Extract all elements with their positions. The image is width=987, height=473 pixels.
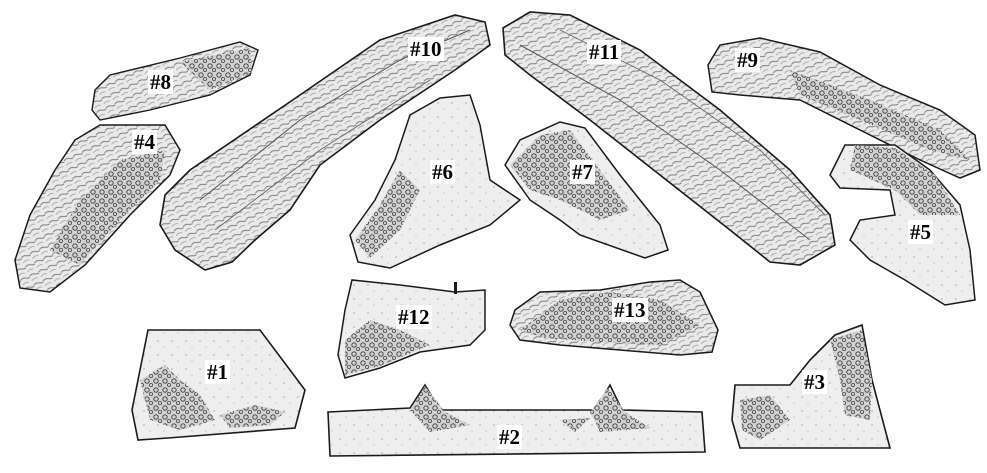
label-8: #8 — [148, 70, 173, 94]
label-1: #1 — [205, 360, 230, 384]
label-5: #5 — [908, 220, 933, 244]
label-10: #10 — [408, 37, 444, 61]
label-3: #3 — [802, 370, 827, 394]
label-11: #11 — [587, 40, 621, 64]
label-7: #7 — [570, 160, 595, 184]
label-4: #4 — [132, 130, 157, 154]
ember-slab-1 — [132, 330, 305, 440]
label-13: #13 — [612, 298, 648, 322]
label-9: #9 — [735, 48, 760, 72]
label-12: #12 — [396, 305, 432, 329]
label-6: #6 — [430, 160, 455, 184]
log-12 — [338, 280, 485, 378]
log-8 — [92, 42, 258, 120]
label-2: #2 — [497, 425, 522, 449]
